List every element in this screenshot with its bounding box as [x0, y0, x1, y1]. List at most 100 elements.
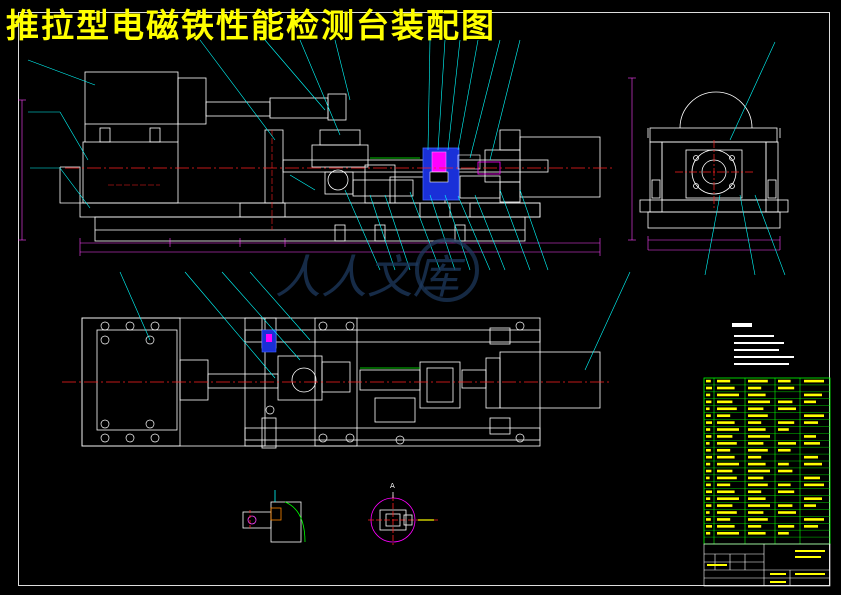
table-cell-mark: [804, 393, 822, 397]
table-cell-mark: [717, 531, 739, 535]
front-base-plate: [79, 202, 541, 218]
table-cell-mark: [706, 455, 712, 459]
table-cell-mark: [717, 393, 739, 397]
table-cell-mark: [748, 518, 768, 521]
table-cell-mark: [748, 448, 768, 452]
table-cell-mark: [706, 448, 711, 452]
detail-view-left: [242, 490, 306, 543]
table-cell-mark: [717, 525, 735, 528]
table-cell-mark: [706, 483, 711, 487]
table-cell-mark: [778, 525, 795, 528]
table-cell-mark: [748, 469, 770, 473]
table-cell-mark: [778, 531, 789, 535]
front-guide-rail: [282, 159, 549, 173]
table-cell-mark: [748, 497, 766, 500]
table-cell-mark: [804, 462, 822, 466]
front-dimensions: [18, 99, 601, 256]
top-view: [81, 317, 601, 449]
top-right-actuator: [499, 351, 601, 409]
table-cell-mark: [717, 462, 739, 466]
front-push-rod: [205, 101, 271, 117]
table-cell-mark: [717, 469, 733, 473]
table-cell-mark: [778, 428, 789, 431]
front-top-box-side: [177, 77, 207, 125]
watermark: 人人文库: [275, 238, 479, 304]
side-leaders: [704, 41, 786, 276]
table-cell-mark: [778, 442, 796, 445]
front-left-end: [59, 166, 81, 204]
table-cell-mark: [804, 476, 820, 480]
table-cell-mark: [748, 455, 762, 459]
table-cell-mark: [706, 386, 712, 390]
table-cell-mark: [706, 525, 712, 528]
watermark-text: 人人文库: [275, 250, 466, 304]
table-cell-mark: [778, 490, 795, 494]
table-cell-mark: [717, 511, 737, 514]
front-right-actuator: [519, 136, 601, 198]
table-cell-mark: [748, 393, 766, 397]
table-cell-mark: [804, 518, 824, 521]
table-cell-mark: [778, 504, 793, 507]
table-cell-mark: [706, 428, 711, 431]
table-cell-mark: [717, 400, 733, 404]
top-sensor-block: [419, 361, 461, 409]
table-cell-mark: [804, 504, 816, 507]
side-magnet-dome: [679, 91, 753, 129]
table-cell-mark: [748, 531, 766, 535]
front-leaders: [27, 39, 549, 271]
table-cell-mark: [748, 483, 768, 487]
table-cell-mark: [706, 421, 712, 424]
table-cell-mark: [804, 379, 824, 383]
front-view: [59, 71, 601, 242]
parts-list-table: [703, 377, 831, 545]
table-cell-mark: [748, 504, 770, 507]
table-cell-mark: [717, 435, 733, 438]
table-cell-mark: [804, 497, 822, 500]
table-cell-mark: [748, 379, 768, 383]
table-cell-mark: [706, 490, 712, 494]
table-cell-mark: [717, 518, 731, 521]
table-cell-mark: [804, 525, 818, 528]
technical-requirements: [732, 323, 794, 365]
table-cell-mark: [717, 476, 737, 480]
table-cell-mark: [748, 428, 766, 431]
table-cell-mark: [717, 497, 739, 500]
table-cell-mark: [717, 490, 735, 494]
front-lower-base: [94, 216, 526, 242]
table-cell-mark: [748, 435, 770, 438]
table-cell-mark: [778, 386, 795, 390]
table-cell-mark: [748, 421, 762, 424]
table-cell-mark: [706, 518, 711, 521]
table-cell-mark: [706, 476, 710, 480]
table-cell-mark: [717, 414, 731, 417]
table-cell-mark: [804, 483, 824, 487]
front-top-box: [84, 71, 179, 125]
table-cell-mark: [717, 504, 733, 507]
table-cell-mark: [748, 525, 762, 528]
drawing-title: 推拉型电磁铁性能检测台装配图: [6, 6, 496, 45]
table-cell-mark: [706, 379, 711, 383]
side-dimensions: [628, 77, 781, 251]
table-cell-mark: [717, 455, 735, 459]
table-cell-mark: [748, 442, 764, 445]
front-electromagnet-housing: [82, 141, 179, 204]
table-cell-mark: [748, 386, 762, 390]
table-cell-mark: [706, 407, 710, 411]
table-cell-mark: [778, 483, 791, 487]
table-cell-mark: [717, 428, 739, 431]
table-cell-mark: [717, 442, 737, 445]
table-cell-mark: [778, 462, 789, 466]
table-cell-mark: [778, 448, 791, 452]
table-cell-mark: [748, 462, 766, 466]
table-cell-mark: [778, 407, 796, 411]
table-cell-mark: [804, 400, 816, 404]
table-cell-mark: [717, 379, 731, 383]
table-cell-mark: [706, 435, 712, 438]
table-cell-mark: [778, 400, 793, 404]
table-cell-mark: [748, 407, 764, 411]
table-cell-mark: [706, 497, 711, 500]
table-cell-mark: [804, 414, 824, 417]
table-cell-mark: [706, 393, 711, 397]
